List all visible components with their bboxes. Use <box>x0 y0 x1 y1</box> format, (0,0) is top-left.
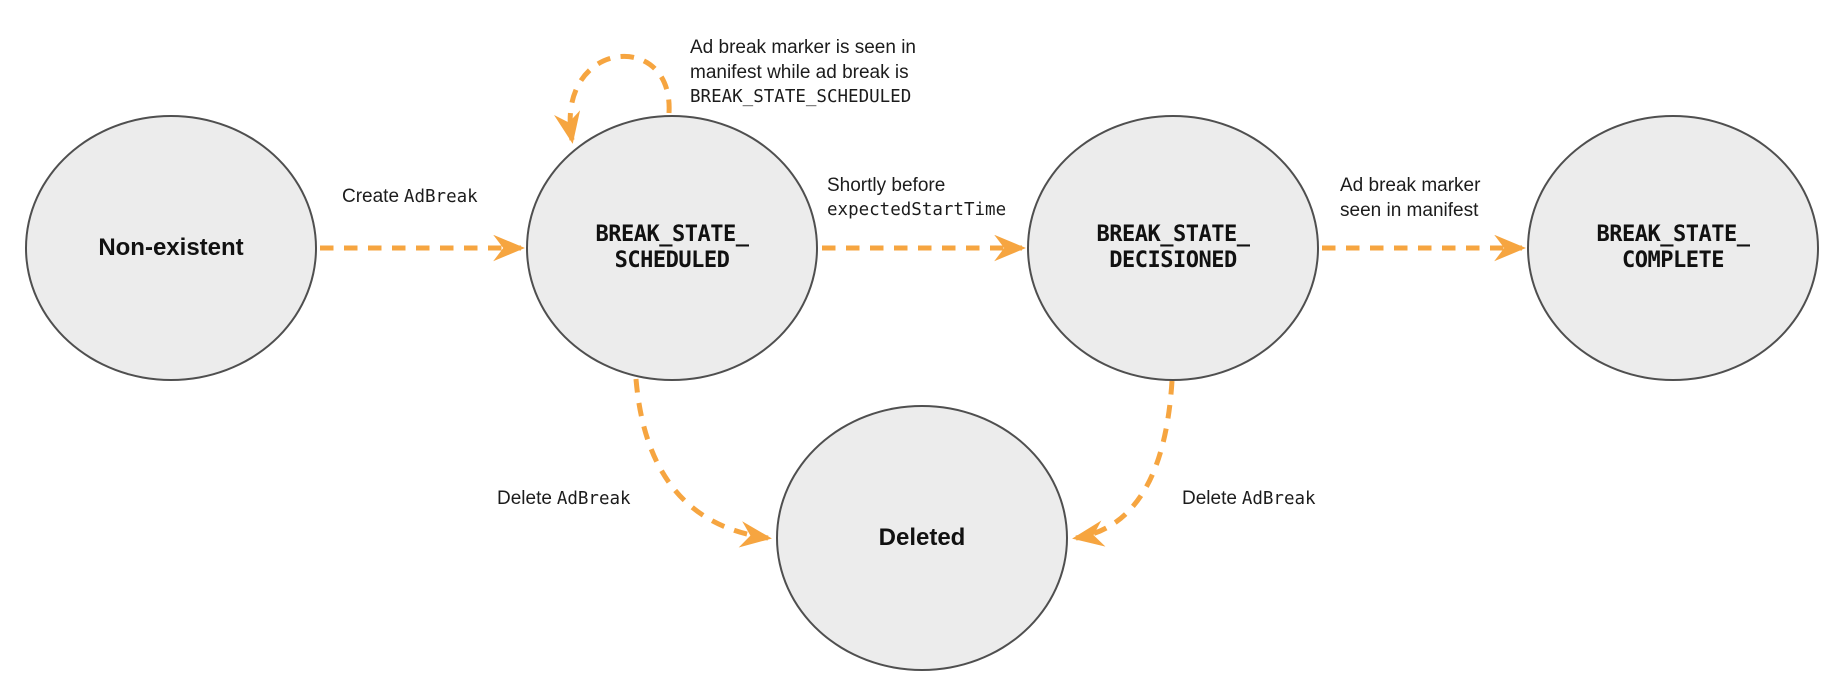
state-label-non-existent: Non-existent <box>98 234 244 261</box>
edge-label-text: Create <box>342 186 400 207</box>
state-label-deleted: Deleted <box>878 524 966 551</box>
state-label-break-state-decisioned: BREAK_STATE_ DECISIONED <box>1097 222 1250 274</box>
edge-label-line2: manifest while ad break is <box>690 62 909 83</box>
state-label-line2: DECISIONED <box>1109 248 1237 273</box>
state-node-break-state-complete: BREAK_STATE_ COMPLETE <box>1527 115 1819 381</box>
edge-label-code: AdBreak <box>403 187 478 207</box>
arrow-decisioned-to-deleted <box>1072 380 1175 547</box>
edge-label-line1: Ad break marker <box>1340 175 1481 196</box>
state-label-line1: BREAK_STATE_ <box>595 222 749 247</box>
state-node-deleted: Deleted <box>776 405 1068 671</box>
edge-label-code: AdBreak <box>556 489 631 509</box>
edge-label-line1: Ad break marker is seen in <box>690 37 916 58</box>
edge-label-self-loop: Ad break marker is seen in manifest whil… <box>690 35 916 110</box>
state-node-break-state-scheduled: BREAK_STATE_ SCHEDULED <box>526 115 818 381</box>
edge-label-marker-seen: Ad break marker seen in manifest <box>1340 173 1480 223</box>
state-label-break-state-complete: BREAK_STATE_ COMPLETE <box>1597 222 1750 274</box>
state-node-non-existent: Non-existent <box>25 115 317 381</box>
edge-label-code: BREAK_STATE_SCHEDULED <box>690 87 912 107</box>
edge-label-line1: Shortly before <box>827 175 946 196</box>
edge-label-text: Delete <box>1182 488 1237 509</box>
edge-label-code: AdBreak <box>1241 489 1316 509</box>
state-node-break-state-decisioned: BREAK_STATE_ DECISIONED <box>1027 115 1319 381</box>
arrow-scheduled-to-deleted <box>633 378 772 548</box>
state-label-line2: COMPLETE <box>1622 248 1724 273</box>
state-label-line1: BREAK_STATE_ <box>1596 222 1750 247</box>
edge-label-line2: seen in manifest <box>1340 200 1479 221</box>
edge-label-text: Delete <box>497 488 552 509</box>
edge-label-shortly-before: Shortly before expectedStartTime <box>827 173 1006 223</box>
state-label-line1: BREAK_STATE_ <box>1096 222 1250 247</box>
state-label-break-state-scheduled: BREAK_STATE_ SCHEDULED <box>596 222 749 274</box>
state-label-line2: SCHEDULED <box>614 248 730 273</box>
edge-label-code: expectedStartTime <box>827 200 1007 220</box>
